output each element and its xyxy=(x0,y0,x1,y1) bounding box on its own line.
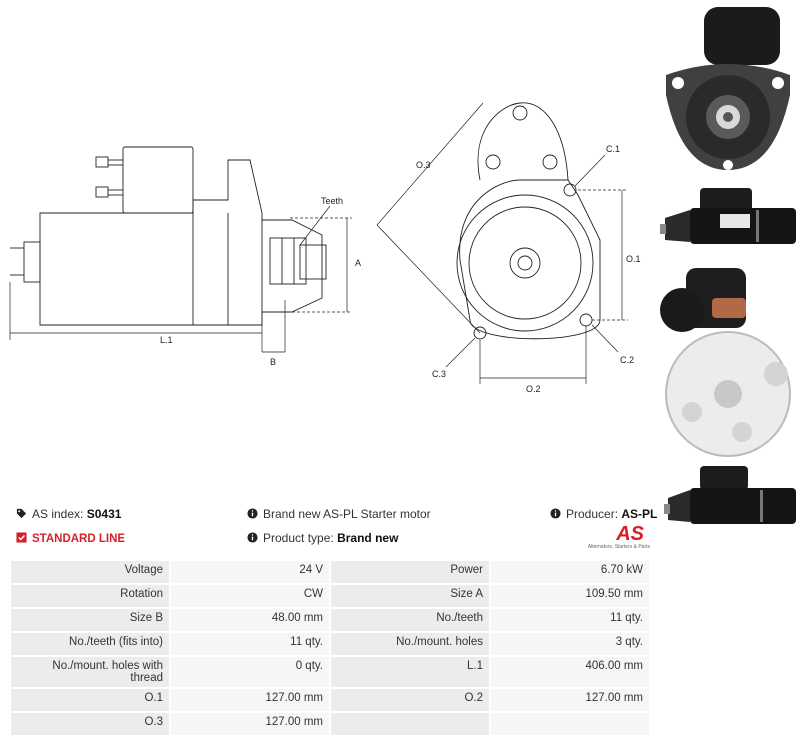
producer-value: AS-PL xyxy=(621,507,658,521)
dimension-o3-label: O.3 xyxy=(416,160,431,170)
dimension-a-label: A xyxy=(355,258,361,268)
spec-value: 127.00 mm xyxy=(169,687,331,713)
spec-label: O.3 xyxy=(9,711,171,737)
spec-value: CW xyxy=(169,583,331,609)
as-index: AS index: S0431 xyxy=(16,507,121,521)
spec-label: L.1 xyxy=(329,655,491,689)
spec-row: No./teeth (fits into)11 qty.No./mount. h… xyxy=(9,631,651,657)
starter-side-view-photo[interactable] xyxy=(660,180,800,258)
spec-label: No./teeth xyxy=(329,607,491,633)
hole-c2-label: C.2 xyxy=(620,355,634,365)
check-square-icon xyxy=(16,532,27,543)
spec-value: 3 qty. xyxy=(489,631,651,657)
starter-front-view-photo[interactable] xyxy=(656,5,800,177)
spec-value: 11 qty. xyxy=(489,607,651,633)
producer: Producer: AS-PL xyxy=(550,507,657,521)
spec-value: 11 qty. xyxy=(169,631,331,657)
producer-label: Producer: xyxy=(566,507,619,521)
spec-label: Size B xyxy=(9,607,171,633)
product-type-label: Product type: xyxy=(263,531,334,545)
spec-value: 127.00 mm xyxy=(489,687,651,713)
motor-body-outline xyxy=(39,159,263,326)
starter-rear-view-photo[interactable] xyxy=(656,262,800,460)
spec-value: 6.70 kW xyxy=(489,559,651,585)
spec-label: No./teeth (fits into) xyxy=(9,631,171,657)
spec-label: No./mount. holes with thread xyxy=(9,655,171,689)
dimension-o2-label: O.2 xyxy=(526,384,541,394)
spec-label: O.1 xyxy=(9,687,171,713)
technical-drawing: Teeth A B L.1 O.3 C.1 O.1 C.2 C.3 O.2 xyxy=(9,102,641,394)
spec-value: 0 qty. xyxy=(169,655,331,689)
teeth-label: Teeth xyxy=(321,196,343,206)
info-icon xyxy=(550,508,561,519)
spec-label: No./mount. holes xyxy=(329,631,491,657)
description-text: Brand new AS-PL Starter motor xyxy=(263,507,431,521)
spec-label xyxy=(329,711,491,737)
as-index-value: S0431 xyxy=(86,507,122,521)
starter-side-view-2-photo[interactable] xyxy=(664,462,798,534)
spec-label: Voltage xyxy=(9,559,171,585)
solenoid-outline xyxy=(122,146,194,214)
standard-line: STANDARD LINE xyxy=(16,531,125,545)
as-pl-logo: AS Alternators, Starters & Parts xyxy=(586,524,650,554)
dimension-b-label: B xyxy=(270,357,276,367)
spec-value: 127.00 mm xyxy=(169,711,331,737)
spec-label: Power xyxy=(329,559,491,585)
as-index-label: AS index: xyxy=(32,507,84,521)
logo-mark: AS xyxy=(616,523,644,545)
dimension-l1-label: L.1 xyxy=(160,335,173,345)
spec-value xyxy=(489,711,651,737)
tags-icon xyxy=(16,508,27,519)
spec-value: 24 V xyxy=(169,559,331,585)
dimension-o1-label: O.1 xyxy=(626,254,641,264)
spec-label: Rotation xyxy=(9,583,171,609)
spec-value: 48.00 mm xyxy=(169,607,331,633)
hole-c1-label: C.1 xyxy=(606,144,620,154)
info-icon xyxy=(247,532,258,543)
product-description: Brand new AS-PL Starter motor xyxy=(247,507,431,521)
info-icon xyxy=(247,508,258,519)
spec-value: 406.00 mm xyxy=(489,655,651,689)
spec-label: O.2 xyxy=(329,687,491,713)
standard-line-label: STANDARD LINE xyxy=(32,533,126,545)
spec-value: 109.50 mm xyxy=(489,583,651,609)
hole-c3-label: C.3 xyxy=(432,369,446,379)
product-type-value: Brand new xyxy=(337,531,399,545)
front-flange-outline xyxy=(456,102,601,340)
product-type: Product type: Brand new xyxy=(247,531,398,545)
logo-tagline: Alternators, Starters & Parts xyxy=(587,544,650,550)
spec-label: Size A xyxy=(329,583,491,609)
